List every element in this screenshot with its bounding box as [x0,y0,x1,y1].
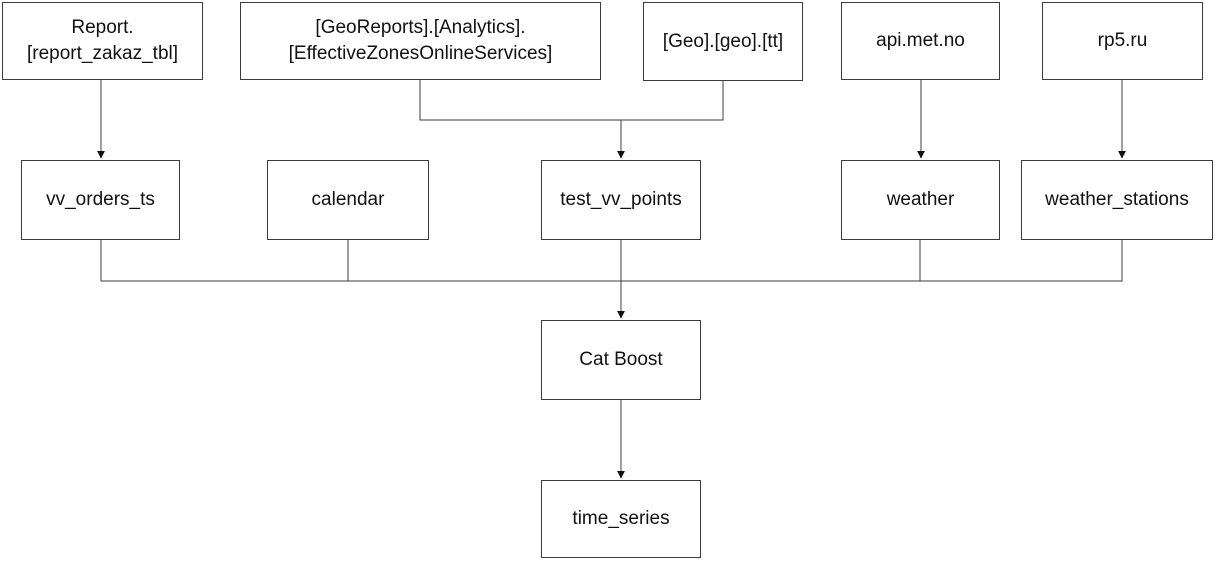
node-label: api.met.no [876,30,965,52]
node-api-met-no[interactable]: api.met.no [841,2,1000,80]
node-label: time_series [572,508,670,530]
node-label: [report_zakaz_tbl] [26,43,179,64]
node-rp5-ru[interactable]: rp5.ru [1042,2,1203,80]
node-weather-stations[interactable]: weather_stations [1021,160,1213,240]
node-label: vv_orders_ts [46,189,155,211]
node-label: calendar [311,189,385,211]
node-label: rp5.ru [1097,30,1148,52]
node-calendar[interactable]: calendar [267,160,429,240]
node-label: weather_stations [1045,189,1189,211]
node-label: test_vv_points [560,189,682,211]
node-vv-orders-ts[interactable]: vv_orders_ts [21,160,180,240]
node-label: [EffectiveZonesOnlineServices] [288,43,553,64]
node-geo-tt[interactable]: [Geo].[geo].[tt] [643,2,803,81]
node-label: [GeoReports].[Analytics]. [315,17,526,39]
edge-geo-merge-connector [419,80,724,121]
node-label: weather [886,189,955,211]
node-cat-boost[interactable]: Cat Boost [541,320,701,400]
node-time-series[interactable]: time_series [541,480,701,558]
node-geo-reports-effective-zones[interactable]: [GeoReports].[Analytics]. [EffectiveZone… [240,2,601,80]
node-label: Report. [71,17,134,39]
node-weather[interactable]: weather [841,160,1000,240]
node-label: Cat Boost [579,349,663,371]
edge-bus-connector [100,240,1123,282]
node-report-zakaz-tbl[interactable]: Report. [report_zakaz_tbl] [2,2,203,80]
node-test-vv-points[interactable]: test_vv_points [541,160,701,240]
node-label: [Geo].[geo].[tt] [662,30,784,52]
